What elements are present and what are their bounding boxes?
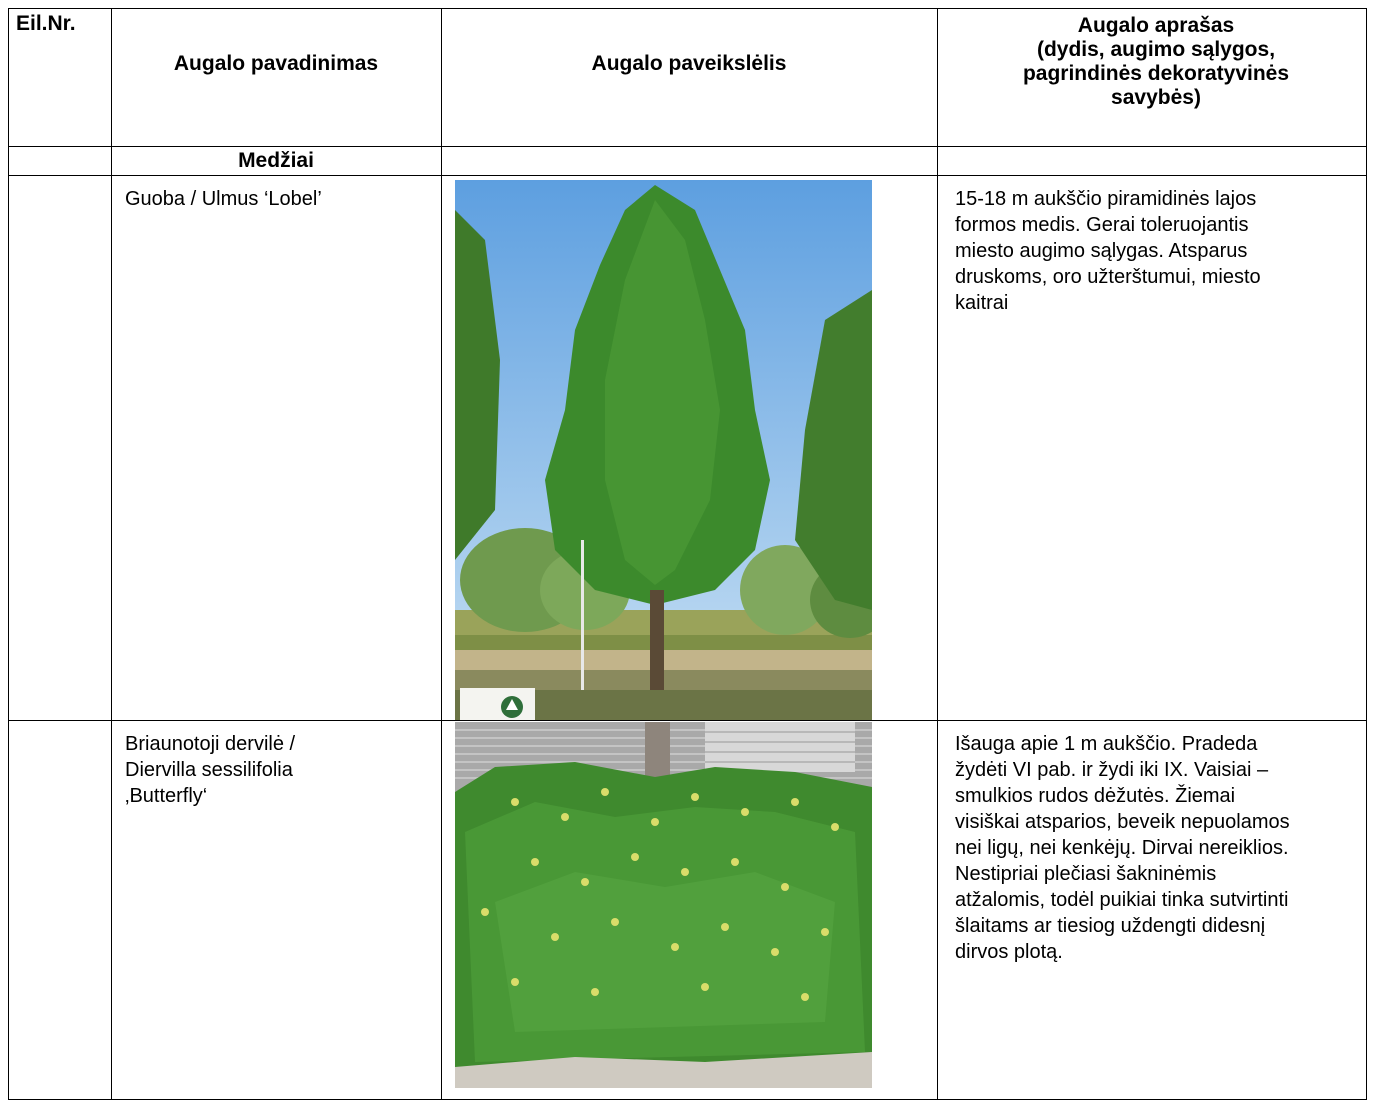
- grid-line: [8, 720, 1366, 721]
- description-line: atžalomis, todėl puikiai tinka sutvirtin…: [955, 889, 1289, 911]
- header-desc-line: (dydis, augimo sąlygos,: [1036, 38, 1276, 61]
- description-line: Išauga apie 1 m aukščio. Pradeda: [955, 733, 1258, 755]
- grid-line: [441, 8, 442, 1100]
- plant-photo-diervilla: [455, 722, 872, 1088]
- description-line: druskoms, oro užterštumui, miesto: [955, 266, 1261, 288]
- plant-name: Guoba / Ulmus ‘Lobel’: [125, 186, 435, 212]
- description-line: žydėti VI pab. ir žydi iki IX. Vaisiai –: [955, 759, 1269, 781]
- description-line: formos medis. Gerai toleruojantis: [955, 214, 1249, 236]
- header-col-name: Augalo pavadinimas: [173, 52, 379, 75]
- header-col-description: Augalo aprašas (dydis, augimo sąlygos, p…: [960, 14, 1352, 110]
- description-line: Nestipriai plečiasi šakninėmis: [955, 863, 1217, 885]
- description-line: visiškai atsparios, beveik nepuolamos: [955, 811, 1290, 833]
- plant-name-line: Briaunotoji dervilė /: [125, 733, 296, 755]
- header-desc-line: Augalo aprašas: [1077, 14, 1235, 37]
- plant-description: 15-18 m aukščio piramidinės lajos formos…: [955, 186, 1355, 316]
- elm-tree-image: [455, 180, 872, 720]
- grid-line: [1366, 8, 1367, 1100]
- section-label: Medžiai: [238, 149, 314, 172]
- plant-description: Išauga apie 1 m aukščio. Pradeda žydėti …: [955, 731, 1355, 965]
- header-col-image: Augalo paveikslėlis: [591, 52, 787, 75]
- grid-line: [8, 8, 9, 1100]
- description-line: miesto augimo sąlygas. Atsparus: [955, 240, 1248, 262]
- grid-line: [111, 8, 112, 1100]
- plant-name-line: ‚Butterfly‘: [125, 785, 208, 807]
- plant-name-line: Diervilla sessilifolia: [125, 759, 293, 781]
- grid-line: [8, 175, 1366, 176]
- description-line: kaitrai: [955, 292, 1009, 314]
- description-line: smulkios rudos dėžutės. Žiemai: [955, 785, 1236, 807]
- description-line: nei ligų, nei kenkėjų. Dirvai nereiklios…: [955, 837, 1289, 859]
- diervilla-shrub-image: [455, 722, 872, 1088]
- plant-name-line: Guoba / Ulmus ‘Lobel’: [125, 188, 322, 210]
- grid-line: [8, 8, 1366, 9]
- grid-line: [8, 146, 1366, 147]
- header-col-no: Eil.Nr.: [16, 12, 76, 35]
- header-desc-line: pagrindinės dekoratyvinės: [1022, 62, 1290, 85]
- grid-line: [937, 8, 938, 1100]
- header-desc-line: savybės): [1111, 86, 1201, 109]
- plant-photo-ulmus: [455, 180, 872, 720]
- plant-name: Briaunotoji dervilė / Diervilla sessilif…: [125, 731, 435, 809]
- description-line: 15-18 m aukščio piramidinės lajos: [955, 188, 1257, 210]
- description-line: šlaitams ar tiesiog uždengti didesnį: [955, 915, 1266, 937]
- description-line: dirvos plotą.: [955, 941, 1063, 963]
